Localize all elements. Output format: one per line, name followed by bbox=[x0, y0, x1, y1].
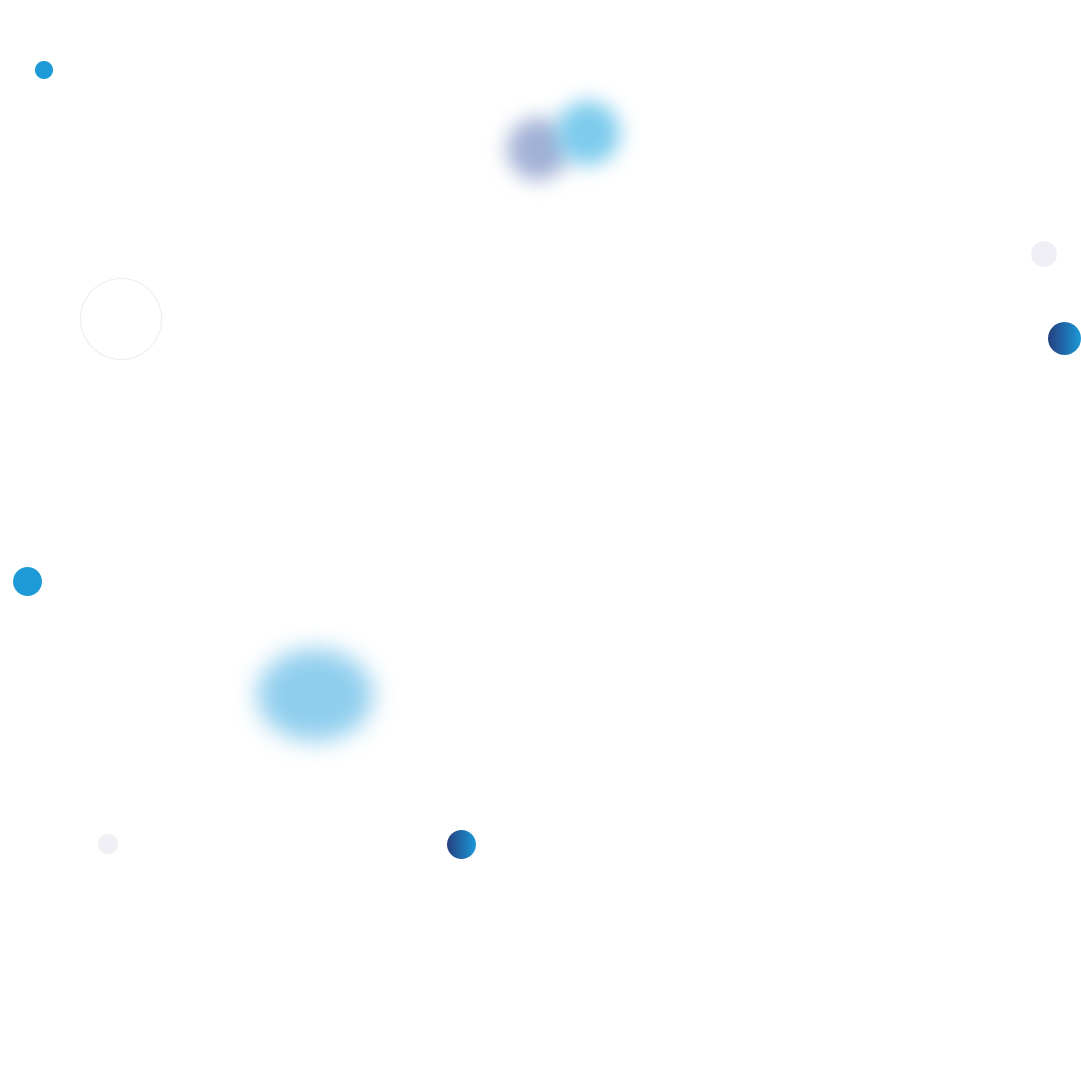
blue-dot bbox=[13, 567, 42, 596]
gradient-dot bbox=[1048, 322, 1081, 355]
blurred-blob bbox=[556, 101, 620, 165]
gradient-dot bbox=[447, 830, 476, 859]
small-blue-dot bbox=[35, 61, 53, 79]
gray-dot bbox=[1031, 241, 1057, 267]
outline-circle bbox=[80, 278, 162, 360]
blurred-blob bbox=[257, 649, 373, 741]
gray-dot bbox=[98, 834, 118, 854]
